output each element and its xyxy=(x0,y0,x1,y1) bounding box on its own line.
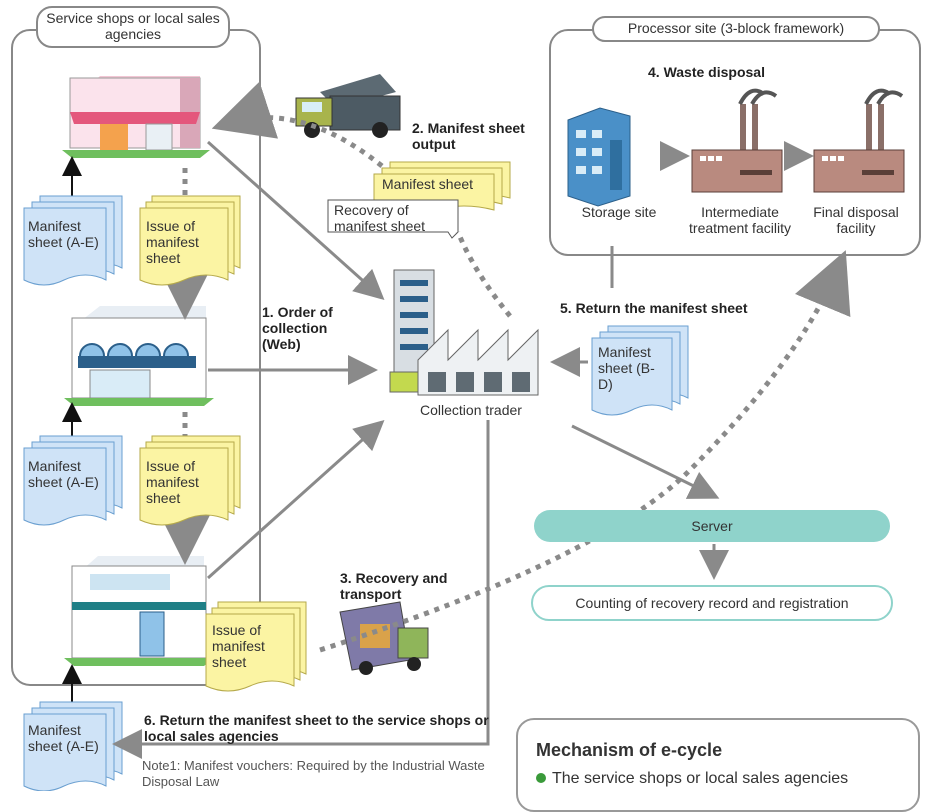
left-group-title: Service shops or local sales agencies xyxy=(36,6,230,48)
shop-icon-bottom xyxy=(64,556,214,666)
counting-label: Counting of recovery record and registra… xyxy=(575,595,849,611)
manifest-sheet-stack-2 xyxy=(23,435,123,526)
recovery-tag-label: Recovery of manifest sheet xyxy=(334,202,426,234)
final-facility-label: Final disposal facility xyxy=(813,204,899,236)
storage-site-icon xyxy=(567,107,631,207)
dump-truck-icon xyxy=(295,74,401,138)
final-disposal-facility-icon xyxy=(813,88,905,193)
arrow-shop3-trader xyxy=(206,419,385,580)
issue-label-2: Issue of manifest sheet xyxy=(146,458,199,506)
intermediate-facility-label: Intermediate treatment facility xyxy=(689,204,791,236)
issue-sheet-stack-1 xyxy=(139,195,241,286)
manifest-bd-label: Manifest sheet (B-D) xyxy=(598,344,655,392)
step-5-label: 5. Return the manifest sheet xyxy=(560,300,748,316)
arrow-trader-server xyxy=(571,424,720,499)
e-cycle-diagram xyxy=(11,29,921,791)
manifest-sheet-stack-3 xyxy=(23,701,123,791)
step-4-label: 4. Waste disposal xyxy=(648,64,765,80)
manifest-sheet-stack-1 xyxy=(23,195,123,286)
issue-sheet-stack-3 xyxy=(205,601,307,692)
intermediate-facility-icon xyxy=(691,88,783,193)
manifest-sheet-output-label: Manifest sheet xyxy=(382,176,474,192)
processor-group-title: Processor site (3-block framework) xyxy=(592,16,880,42)
manifest-label-2: Manifest sheet (A-E) xyxy=(28,458,99,490)
step-1-label: 1. Order of collection (Web) xyxy=(262,304,333,352)
shop-icon-middle xyxy=(64,306,214,406)
step-2-label: 2. Manifest sheet output xyxy=(412,120,525,152)
manifest-sheet-bd-stack xyxy=(591,325,689,416)
collection-trader-label: Collection trader xyxy=(420,402,522,418)
recovery-tag xyxy=(327,199,459,239)
step-3-label: 3. Recovery and transport xyxy=(340,570,448,602)
step-6-label: 6. Return the manifest sheet to the serv… xyxy=(144,712,489,744)
mechanism-bullet-text: The service shops or local sales agencie… xyxy=(552,770,849,787)
server-bar xyxy=(534,510,890,542)
mechanism-bullet: The service shops or local sales agencie… xyxy=(536,770,848,788)
collection-trader-icon xyxy=(389,269,539,396)
arrow-shop1-trader xyxy=(206,140,385,301)
issue-sheet-stack-2 xyxy=(139,435,241,526)
dotted-arrow-sheet-output xyxy=(211,81,384,168)
manifest-label-3: Manifest sheet (A-E) xyxy=(28,722,99,754)
shop-icon-top xyxy=(62,76,210,158)
manifest-label-1: Manifest sheet (A-E) xyxy=(28,218,99,250)
mechanism-title: Mechanism of e-cycle xyxy=(536,740,723,760)
server-label: Server xyxy=(691,518,733,534)
issue-label-3: Issue of manifest sheet xyxy=(212,622,265,670)
transport-truck-icon xyxy=(339,601,429,675)
dotted-arrow-recovery xyxy=(455,231,512,318)
note-text: Note1: Manifest vouchers: Required by th… xyxy=(142,758,485,789)
counting-box xyxy=(531,585,893,621)
bullet-icon xyxy=(536,773,546,783)
issue-label-1: Issue of manifest sheet xyxy=(146,218,199,266)
storage-site-label: Storage site xyxy=(581,204,657,220)
mechanism-panel: Mechanism of e-cycle The service shops o… xyxy=(516,718,920,812)
arrow-return-to-shops xyxy=(112,420,490,759)
